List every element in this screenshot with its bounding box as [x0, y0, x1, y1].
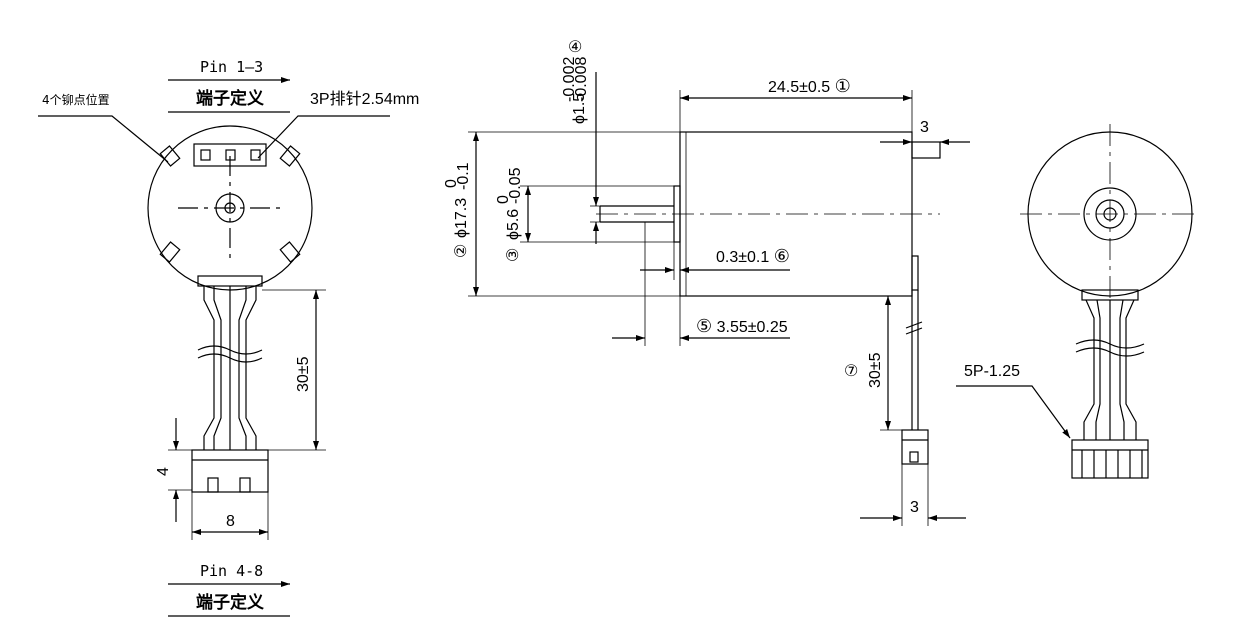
boss-diameter-tol-lower: -0.05 [507, 167, 524, 204]
connector-latch [239, 477, 251, 493]
rear-connector [1071, 439, 1149, 479]
body-length-label: 24.5±0.5 ① [768, 76, 851, 96]
pin-header-3p [193, 143, 267, 167]
boss-height-label: 0.3±0.1 ⑥ [716, 246, 790, 266]
break-mark [1075, 347, 1145, 357]
side-connector-latch [909, 451, 919, 463]
pin-top-caption: 端子定义 [196, 88, 264, 109]
side-connector [901, 429, 929, 465]
pin-header-pin [225, 149, 236, 161]
shaft-diameter-label: ϕ1.5 [571, 93, 588, 124]
harness-wires [203, 286, 257, 450]
boss-diameter-tol-upper: 0 [495, 195, 512, 204]
rear-connector-pins [1081, 450, 1143, 478]
break-mark [197, 345, 263, 355]
shaft-length-label: ⑤ 3.55±0.25 [696, 316, 788, 336]
connector-width-label: 8 [226, 513, 235, 530]
rear-connector-note: 5P-1.25 [964, 363, 1020, 380]
break-mark [1075, 339, 1145, 349]
shaft-diameter-tol-upper: -0.002 [561, 57, 578, 102]
boss-diameter-label: ϕ5.6 [505, 209, 522, 240]
rivet-tab [279, 241, 301, 263]
pin-bottom-label: Pin 4-8 [200, 562, 263, 580]
connector-height-label: 4 [155, 467, 172, 476]
pin-top-label: Pin 1—3 [200, 58, 263, 76]
side-lead-length-label: 30±5 [867, 352, 884, 388]
side-connector-width-label: 3 [910, 499, 919, 516]
left-view: Pin 1—3 端子定义 4个铆点位置 3P排针2.54mm [38, 58, 419, 617]
pin-bottom-caption: 端子定义 [196, 592, 264, 613]
terminal-offset-label: 3 [920, 119, 929, 136]
rear-terminal [911, 141, 941, 159]
body-diameter-ref: ② [453, 244, 470, 258]
rear-harness-wires [1083, 299, 1137, 440]
rear-connector-leader [956, 385, 1071, 439]
harness-entry [197, 275, 263, 287]
connector-leader [257, 115, 390, 159]
connector-note: 3P排针2.54mm [310, 90, 419, 108]
side-view: 24.5±0.5 ① 3 ② ϕ17.3 0 -0.1 ③ ϕ5.6 0 -0.… [443, 39, 970, 526]
rivet-tab [279, 145, 301, 167]
break-mark [197, 353, 263, 363]
right-view: 5P-1.25 [956, 124, 1200, 479]
rivet-tab [159, 145, 181, 167]
body-diameter-label: ϕ17.3 [453, 198, 470, 238]
solder-points-leader [38, 115, 169, 163]
pin-header-pin [200, 149, 211, 161]
solder-points-note: 4个铆点位置 [42, 92, 110, 107]
rivet-tab [159, 241, 181, 263]
body-diameter-tol-lower: -0.1 [455, 162, 472, 190]
shaft-diameter-ref: ④ [568, 39, 582, 56]
shaft-diameter-tol-lower: -0.008 [573, 57, 590, 102]
lead-length-label: 30±5 [295, 356, 312, 392]
rear-terminal-bottom [911, 255, 919, 291]
side-lead-length-ref: ⑦ [844, 363, 858, 380]
pin-header-pin [250, 149, 261, 161]
break-mark [905, 321, 923, 335]
connector-latch [207, 477, 219, 493]
boss-diameter-ref: ③ [505, 248, 522, 262]
wire-connector [191, 449, 269, 493]
body-diameter-tol-upper: 0 [443, 179, 460, 188]
